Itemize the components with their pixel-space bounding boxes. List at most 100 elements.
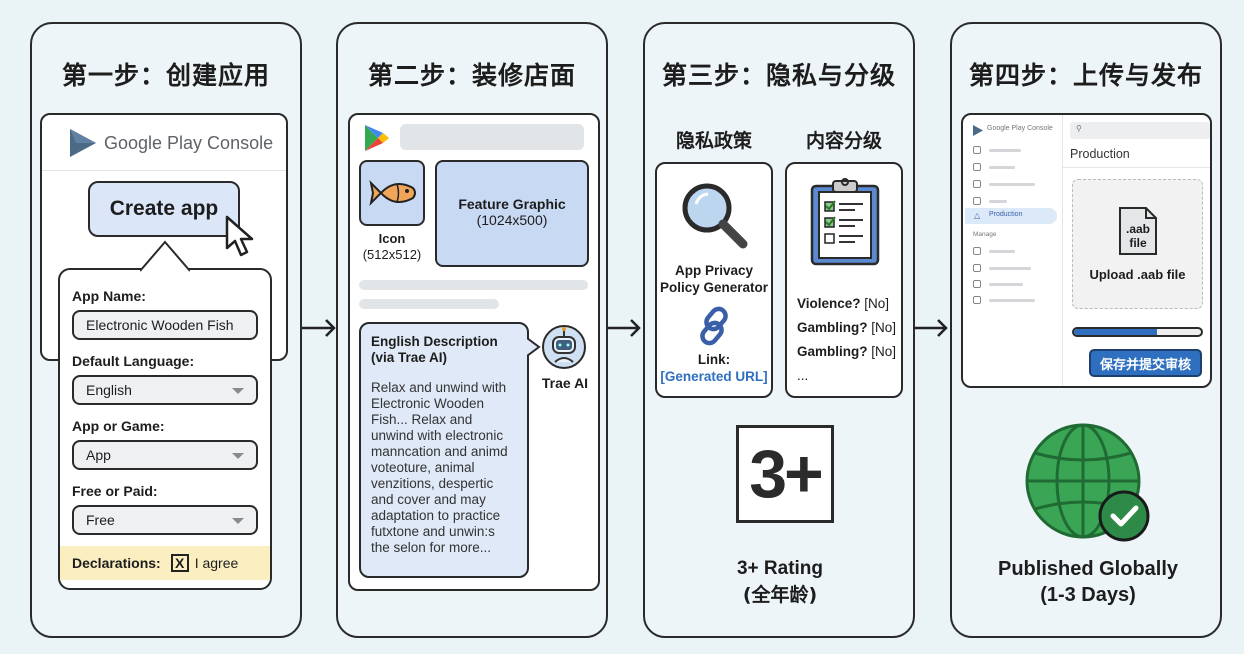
question-row: Gambling? [No] — [797, 340, 896, 364]
agree-text: I agree — [194, 555, 239, 571]
description-body: Relax and unwind with Electronic Wooden … — [371, 380, 508, 555]
arrow-right-icon — [914, 319, 948, 337]
file-ext: .aab — [1125, 222, 1150, 236]
people-icon: △ — [974, 211, 981, 220]
sidebar-item-production[interactable]: △ Production — [965, 208, 1057, 224]
privacy-policy-card: App Privacy Policy Generator Link: [Gene… — [655, 162, 773, 398]
upload-progress-fill — [1074, 329, 1157, 335]
shield-icon — [973, 280, 981, 288]
price-select[interactable]: Free — [72, 505, 258, 535]
feature-size: (1024x500) — [476, 212, 548, 228]
search-icon: ⚲ — [1076, 124, 1082, 133]
placeholder-line — [989, 298, 1035, 302]
search-bar-placeholder — [400, 124, 584, 150]
production-nav-label: Production — [989, 211, 1023, 218]
sidebar-item[interactable] — [973, 263, 1031, 273]
description-title-line: (via Trae AI) — [371, 350, 448, 365]
declarations-row: Declarations: X I agree — [60, 546, 270, 580]
placeholder-line — [989, 165, 1015, 169]
app-name-label: App Name: — [72, 288, 146, 304]
sidebar-item[interactable] — [973, 295, 1035, 305]
generated-url-link[interactable]: [Generated URL] — [660, 369, 768, 384]
create-app-form: App Name: Electronic Wooden Fish Default… — [58, 268, 272, 590]
upload-progress-bar — [1072, 327, 1203, 337]
sidebar-item[interactable] — [973, 196, 1007, 206]
clipboard-checklist-icon — [810, 178, 880, 266]
file-icon — [1119, 207, 1157, 255]
link-block: Link: [Generated URL] — [657, 351, 771, 385]
production-console-card: Google Play Console △ Production Manage … — [961, 113, 1212, 388]
policy-generator-line: App Privacy — [674, 263, 754, 278]
app-type-value: App — [86, 447, 111, 463]
app-type-select[interactable]: App — [72, 440, 258, 470]
submit-for-review-button[interactable]: 保存并提交审核 — [1089, 349, 1202, 377]
policy-generator-label: App Privacy Policy Generator — [657, 262, 771, 296]
link-icon — [700, 306, 728, 346]
device-icon — [973, 180, 981, 188]
rating-caption: 3+ Rating (全年龄) — [680, 556, 880, 608]
add-box-icon — [973, 264, 981, 272]
app-icon-tile[interactable] — [359, 160, 425, 226]
question-answer: [No] — [864, 296, 890, 311]
console-search-input[interactable]: ⚲ — [1070, 122, 1210, 139]
text-placeholder-bar — [359, 280, 588, 290]
globe-check-icon — [1025, 423, 1150, 542]
price-value: Free — [86, 512, 115, 528]
description-bubble: English Description(via Trae AI) Relax a… — [359, 322, 529, 578]
app-name-input[interactable]: Electronic Wooden Fish — [72, 310, 258, 340]
production-page-title: Production — [1070, 147, 1130, 161]
question-answer: [No] — [871, 320, 897, 335]
sidebar-item[interactable] — [973, 179, 1035, 189]
console-name-small: Google Play Console — [987, 125, 1053, 132]
published-text: Published Globally — [997, 558, 1179, 580]
sidebar-item[interactable] — [973, 145, 1021, 155]
bubble-tail — [527, 337, 541, 357]
users-icon — [973, 247, 981, 255]
create-app-button[interactable]: Create app — [88, 181, 240, 237]
cursor-icon — [225, 215, 254, 257]
placeholder-line — [989, 182, 1035, 186]
link-label: Link: — [697, 352, 731, 367]
fish-icon — [369, 179, 416, 207]
question-answer: [No] — [871, 344, 897, 359]
declarations-label: Declarations: — [72, 555, 161, 571]
content-rating-card: Violence? [No] Gambling? [No] Gambling? … — [785, 162, 903, 398]
placeholder-line — [989, 199, 1007, 203]
placeholder-line — [989, 282, 1023, 286]
callout-pointer — [140, 240, 190, 272]
app-type-label: App or Game: — [72, 418, 165, 434]
step-2-title: 第二步：装修店面 — [367, 61, 576, 90]
icon-caption: Icon (512x512) — [352, 231, 432, 263]
feature-graphic-tile[interactable]: Feature Graphic (1024x500) — [435, 160, 589, 267]
question-text: Gambling? — [797, 320, 868, 335]
rating-heading: 内容分级 — [805, 130, 882, 152]
divider — [1063, 167, 1210, 168]
magnifier-icon — [682, 183, 748, 249]
console-name: Google Play Console — [104, 133, 274, 153]
privacy-heading: 隐私政策 — [675, 130, 752, 152]
question-row: Violence? [No] — [797, 292, 896, 316]
console-header: Google Play Console — [42, 115, 286, 171]
agree-checkbox[interactable]: X — [170, 554, 189, 572]
gear-icon — [973, 296, 981, 304]
placeholder-line — [989, 249, 1015, 253]
language-select[interactable]: English — [72, 375, 258, 405]
step-1-title: 第一步：创建应用 — [61, 61, 270, 90]
feature-label: Feature Graphic — [458, 196, 566, 212]
google-play-icon — [365, 125, 389, 151]
arrow-right-icon — [302, 319, 336, 337]
robot-icon — [542, 325, 586, 369]
grid-icon — [973, 163, 981, 171]
sidebar-item[interactable] — [973, 246, 1015, 256]
icon-size: (512x512) — [362, 247, 422, 262]
chevron-down-icon — [232, 518, 244, 524]
description-title-line: English Description — [371, 334, 498, 349]
file-word: file — [1129, 236, 1147, 250]
step-3-title: 第三步：隐私与分级 — [661, 61, 896, 90]
sidebar-item[interactable] — [973, 279, 1023, 289]
sidebar-item[interactable] — [973, 162, 1015, 172]
published-duration: (1-3 Days) — [1040, 584, 1136, 606]
chevron-down-icon — [232, 453, 244, 459]
